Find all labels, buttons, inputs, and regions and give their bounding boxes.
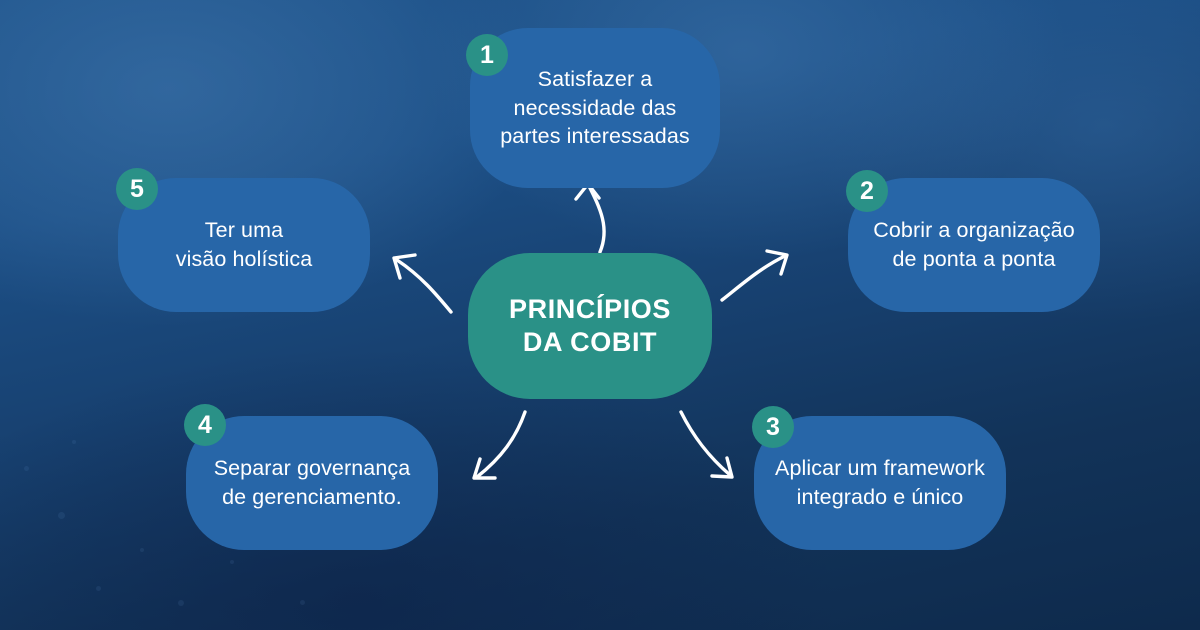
- principle-card-5[interactable]: Ter uma visão holística: [118, 178, 370, 312]
- principle-badge-3: 3: [752, 406, 794, 448]
- principle-badge-5: 5: [116, 168, 158, 210]
- center-hub: PRINCÍPIOS DA COBIT: [468, 253, 712, 399]
- center-hub-label: PRINCÍPIOS DA COBIT: [508, 293, 672, 357]
- principle-card-1-label: Satisfazer a necessidade das partes inte…: [500, 66, 690, 149]
- background-speck: [300, 600, 305, 605]
- background-speck: [24, 466, 29, 471]
- principle-card-3[interactable]: Aplicar um framework integrado e único: [754, 416, 1006, 550]
- principle-badge-4: 4: [184, 404, 226, 446]
- arrow-to-node-5: [392, 253, 453, 314]
- arrow-to-node-2: [720, 249, 789, 302]
- principle-card-2-label: Cobrir a organização de ponta a ponta: [873, 218, 1075, 271]
- principle-card-4[interactable]: Separar governança de gerenciamento.: [186, 416, 438, 550]
- arrow-to-node-4: [472, 410, 527, 480]
- background-speck: [178, 600, 184, 606]
- principle-badge-2: 2: [846, 170, 888, 212]
- background-speck: [72, 440, 76, 444]
- background-speck: [230, 560, 234, 564]
- principle-badge-1: 1: [466, 34, 508, 76]
- principle-card-5-label: Ter uma visão holística: [175, 218, 313, 271]
- arrow-to-node-3: [679, 410, 734, 479]
- arrow-to-node-1: [574, 182, 606, 254]
- principle-card-3-label: Aplicar um framework integrado e único: [775, 456, 985, 509]
- background-speck: [96, 586, 101, 591]
- principle-card-4-label: Separar governança de gerenciamento.: [213, 456, 411, 509]
- principle-card-2[interactable]: Cobrir a organização de ponta a ponta: [848, 178, 1100, 312]
- background-speck: [58, 512, 65, 519]
- background-speck: [140, 548, 144, 552]
- principle-card-1[interactable]: Satisfazer a necessidade das partes inte…: [470, 28, 720, 188]
